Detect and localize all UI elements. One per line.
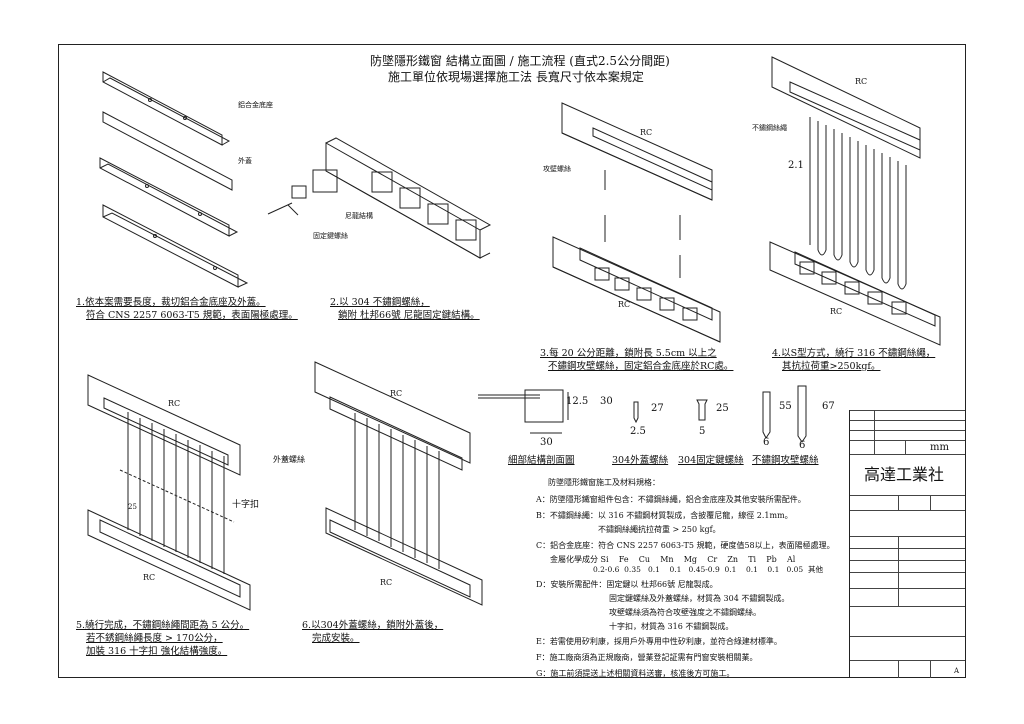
- step1-rails: [99, 71, 249, 288]
- step2-caption-1: 2.以 304 不鏽鋼螺絲，: [330, 297, 430, 308]
- section-detail: [478, 389, 569, 434]
- rc-label-s5-top: RC: [168, 399, 181, 408]
- title-block: mm 高達工業社 A: [849, 410, 965, 678]
- label-nylon-knot: 尼龍結構: [345, 212, 373, 220]
- rc-label-s5-bottom: RC: [143, 573, 156, 582]
- dim-2-5: 2.5: [630, 426, 646, 437]
- spec-b2: 不鏽鋼絲繩抗拉荷重 > 250 kgf。: [598, 525, 721, 534]
- drawing-subtitle: 施工單位依現場選擇施工法 長寬尺寸依本案規定: [388, 70, 644, 84]
- label-pitch-25: 25: [128, 503, 137, 511]
- drawing-title: 防墜隱形鐵窗 結構立面圖 / 施工流程 (直式2.5公分間距): [370, 54, 670, 68]
- step1-caption-2: 符合 CNS 2257 6063-T5 規範，表面陽極處理。: [86, 310, 298, 321]
- spec-heading: 防墜隱形鐵窗施工及材料規格：: [548, 478, 660, 487]
- caption-wall-screw: 不鏽鋼攻壁螺絲: [752, 455, 819, 466]
- drawing-sheet: [58, 44, 966, 678]
- rc-label-s6-top: RC: [390, 389, 403, 398]
- dim-67: 67: [822, 401, 835, 412]
- caption-cover-screw: 304外蓋螺絲: [612, 455, 669, 466]
- rc-label-s4-top: RC: [855, 77, 868, 86]
- label-cover-screw: 外蓋螺絲: [273, 455, 305, 464]
- dim-6-b: 6: [799, 440, 806, 451]
- dim-30-vertical: 30: [600, 396, 613, 407]
- step4-caption-2: 其抗拉荷重>250kgf。: [782, 361, 881, 372]
- rc-label-s3-bottom: RC: [618, 300, 631, 309]
- sheet-letter: A: [954, 667, 960, 675]
- step6-caption-2: 完成安裝。: [312, 633, 360, 644]
- spec-c-composition-head: 金屬化學成分 Si Fe Cu Mn Mg Cr Zn Ti Pb Al: [550, 555, 796, 564]
- label-cover: 外蓋: [238, 157, 252, 165]
- label-cross-clamp: 十字扣: [232, 500, 260, 510]
- step5-caption-1: 5.繞行完成，不鏽鋼絲繩間距為 5 公分。: [76, 620, 250, 631]
- dim-6-a: 6: [763, 437, 770, 448]
- spec-b1: B：不鏽鋼絲繩：以 316 不鏽鋼材質製成，含披覆尼龍，線徑 2.1mm。: [536, 511, 793, 520]
- step4-caption-1: 4.以S型方式，繞行 316 不鏽鋼絲繩，: [772, 348, 936, 359]
- spec-d3: 攻壁螺絲須為符合攻壁強度之不鏽鋼螺絲。: [609, 608, 761, 617]
- step2-rail: [267, 137, 492, 259]
- step3-wall: [552, 102, 721, 343]
- caption-section: 細部結構剖面圖: [508, 455, 575, 466]
- label-fixing-screw: 固定鍵螺絲: [313, 232, 348, 240]
- label-wall-screw: 攻壁螺絲: [543, 165, 571, 173]
- label-steel-rope: 不鏽鋼絲繩: [752, 124, 787, 132]
- dim-55: 55: [779, 401, 792, 412]
- step5-wall: [87, 374, 251, 611]
- step1-caption-1: 1.依本案需要長度，裁切鋁合金底座及外蓋。: [76, 297, 266, 308]
- spec-c1: C：鋁合金底座：符合 CNS 2257 6063-T5 規範，硬度值58以上，表…: [536, 541, 835, 550]
- dim-5: 5: [699, 426, 706, 437]
- rc-label-s3-top: RC: [640, 128, 653, 137]
- caption-fixing-screw: 304固定鍵螺絲: [678, 455, 744, 466]
- spec-d2: 固定鍵螺絲及外蓋螺絲，材質為 304 不鏽鋼製成。: [609, 594, 790, 603]
- step4-sloop: [769, 56, 941, 346]
- spec-g: G：施工前須提送上述相關資料送審，核准後方可施工。: [536, 669, 735, 678]
- dim-12-5: 12.5: [566, 396, 589, 407]
- dim-25: 25: [716, 403, 729, 414]
- dim-27: 27: [651, 403, 664, 414]
- spec-d4: 十字扣，材質為 316 不鏽鋼製成。: [609, 622, 734, 631]
- dim-30-horizontal: 30: [540, 437, 553, 448]
- unit-label: mm: [930, 442, 949, 453]
- spec-f: F：施工廠商須為正規廠商，營業登記証需有門窗安裝相關業。: [536, 653, 758, 662]
- label-pitch-21: 2.1: [788, 160, 804, 171]
- spec-e: E：若需使用矽利康，採用戶外專用中性矽利康，並符合綠建材標準。: [536, 637, 782, 646]
- spec-c-composition-values: 0.2-0.6 0.35 0.1 0.1 0.45-0.9 0.1 0.1 0.…: [593, 565, 823, 574]
- screw-details: [633, 385, 807, 443]
- step6-caption-1: 6.以304外蓋螺絲，鎖附外蓋後，: [302, 620, 444, 631]
- step3-caption-1: 3.每 20 公分距離，鎖附長 5.5cm 以上之: [540, 348, 717, 359]
- rc-label-s4-bottom: RC: [830, 307, 843, 316]
- spec-a: A：防墜隱形鐵窗組件包含：不鏽鋼絲繩，鋁合金底座及其他安裝所需配件。: [536, 495, 806, 504]
- spec-d1: D：安裝所需配件：固定鍵以 杜邦66號 尼龍製成。: [536, 580, 718, 589]
- step5-caption-2: 若不銹鋼絲繩長度 > 170公分，: [86, 633, 223, 644]
- company-name: 高達工業社: [864, 465, 945, 484]
- step5-caption-3: 加裝 316 十字扣 強化結構強度。: [86, 646, 228, 657]
- step3-caption-2: 不鏽鋼攻壁螺絲，固定鋁合金底座於RC處。: [548, 361, 734, 372]
- rc-label-s6-bottom: RC: [380, 578, 393, 587]
- step2-caption-2: 鎖附 杜邦66號 尼龍固定鍵結構。: [338, 310, 480, 321]
- step6-wall: [314, 361, 483, 606]
- label-aluminum-base: 鋁合金底座: [238, 101, 273, 109]
